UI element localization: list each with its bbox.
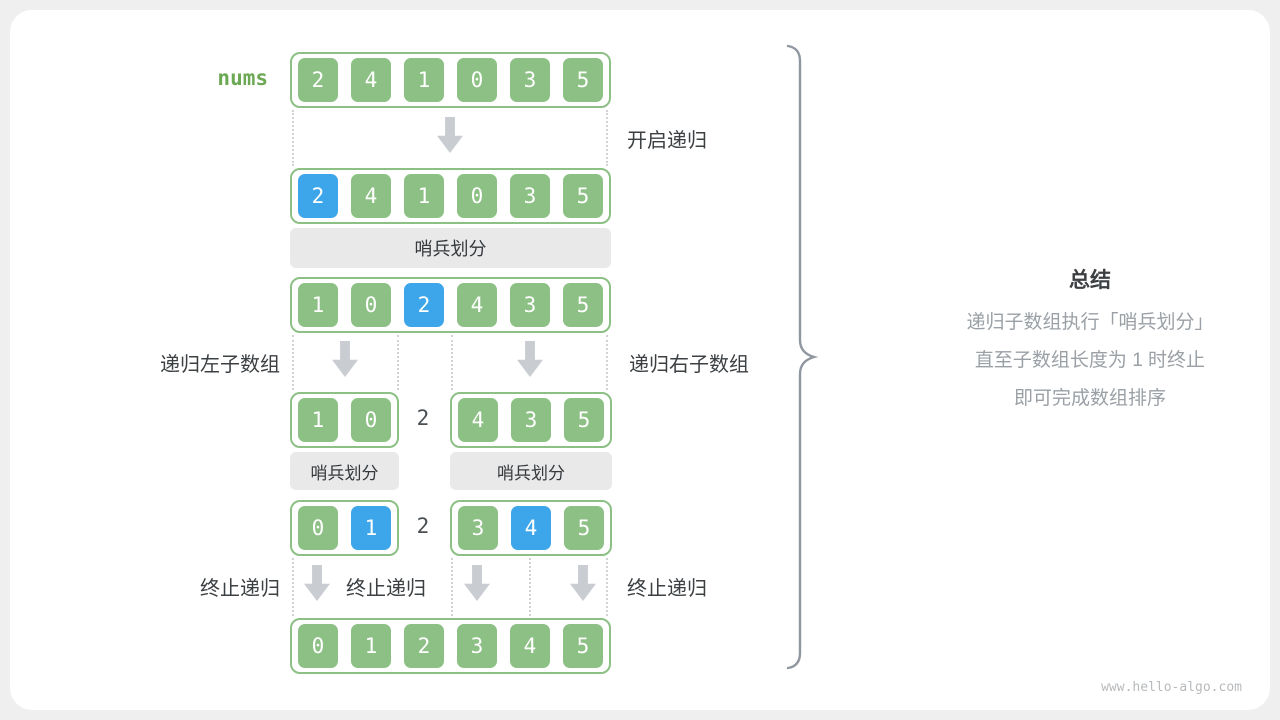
array-cell-green: 3 [511,398,551,442]
terminate-label: 终止递归 [346,578,426,600]
array-cell-green: 0 [351,398,391,442]
array-cell-blue: 4 [511,506,551,550]
nums-label: nums [217,66,268,90]
dotted-guide [606,558,608,616]
dotted-guide [292,558,294,616]
dotted-guide [292,110,294,166]
array-cell-green: 5 [563,58,603,102]
array-cell-green: 0 [457,174,497,218]
recurse-right-label: 递归右子数组 [629,354,749,376]
array-cell-green: 4 [458,398,498,442]
array-cell-green: 0 [298,624,338,668]
array-cell-green: 4 [457,283,497,327]
array-cell-green: 1 [298,283,338,327]
dotted-guide [606,110,608,166]
terminate-label: 终止递归 [627,578,707,600]
dotted-guide [451,558,453,616]
dotted-guide [529,558,531,616]
array-cell-green: 0 [298,506,338,550]
array-cell-green: 0 [457,58,497,102]
array-cell-green: 4 [351,174,391,218]
array-cell-green: 5 [563,283,603,327]
array-cell-green: 1 [351,624,391,668]
partition-box: 哨兵划分 [290,228,611,268]
array-cell-green: 3 [510,58,550,102]
array-cell-green: 5 [564,398,604,442]
array-cell-green: 2 [298,58,338,102]
dotted-guide [451,335,453,390]
partition-box: 哨兵划分 [290,452,399,490]
array-cell-blue: 1 [351,506,391,550]
array-cell-green: 4 [351,58,391,102]
array-cell-green: 3 [510,174,550,218]
diagram-card [10,10,1270,710]
recurse-left-label: 递归左子数组 [160,354,280,376]
dotted-guide [397,335,399,390]
array-cell-green: 5 [564,506,604,550]
array-cell-green: 4 [510,624,550,668]
partition-box: 哨兵划分 [450,452,612,490]
summary-line: 递归子数组执行「哨兵划分」 [966,312,1214,333]
summary-line: 直至子数组长度为 1 时终止 [974,350,1206,371]
array-cell-green: 0 [351,283,391,327]
array-cell-green: 1 [404,58,444,102]
watermark: www.hello-algo.com [1101,680,1242,695]
pivot-value: 2 [416,406,430,430]
array-cell-blue: 2 [404,283,444,327]
summary-block: 总结 递归子数组执行「哨兵划分」 直至子数组长度为 1 时终止 即可完成数组排序 [935,264,1245,418]
terminate-label: 终止递归 [200,578,280,600]
summary-title: 总结 [1069,269,1111,292]
array-cell-green: 3 [458,506,498,550]
array-cell-green: 3 [457,624,497,668]
summary-line: 即可完成数组排序 [1013,388,1166,409]
pivot-value: 2 [416,514,430,538]
dotted-guide [606,335,608,390]
array-cell-green: 5 [563,174,603,218]
dotted-guide [292,335,294,390]
array-cell-green: 3 [510,283,550,327]
array-cell-green: 2 [404,624,444,668]
curly-brace-icon [786,44,819,670]
array-cell-green: 1 [298,398,338,442]
start-recursion-label: 开启递归 [627,130,707,152]
array-cell-green: 1 [404,174,444,218]
array-cell-green: 5 [563,624,603,668]
array-cell-blue: 2 [298,174,338,218]
